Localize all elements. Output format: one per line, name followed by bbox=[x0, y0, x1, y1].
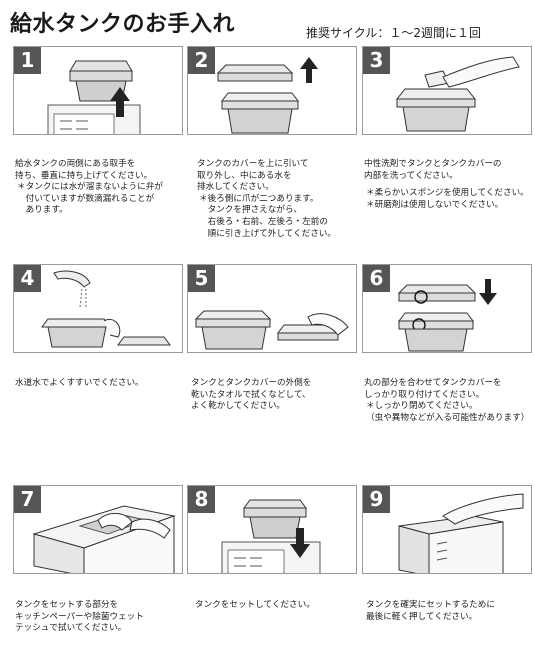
rinse-tank-illustration bbox=[41, 270, 171, 348]
step-9-illustration: 9 bbox=[362, 485, 532, 574]
instruction-line: 持ち、垂直に持ち上げてください。 bbox=[15, 170, 153, 181]
step-number: 9 bbox=[363, 486, 390, 513]
step-number: 8 bbox=[188, 486, 215, 513]
instruction-line: 丸の部分を合わせてタンクカバーを bbox=[364, 378, 502, 388]
step-number: 3 bbox=[363, 47, 390, 74]
step-2-illustration: 2 bbox=[187, 46, 357, 135]
step-6-description: 丸の部分を合わせてタンクカバーを しっかり取り付けてください。 ＊しっかり閉めて… bbox=[364, 378, 535, 424]
instruction-line: 中性洗剤でタンクとタンクカバーの bbox=[364, 159, 502, 169]
note-line: （虫や異物などが入る可能性があります） bbox=[366, 412, 530, 423]
note-line: 右後ろ・右前、左後ろ・左前の bbox=[199, 216, 328, 227]
step-7-illustration: 7 bbox=[13, 485, 183, 574]
step-8-description: タンクをセットしてください。 bbox=[195, 600, 367, 612]
instruction-line: しっかり取り付けてください。 bbox=[364, 389, 485, 400]
step-7-description: タンクをセットする部分を キッチンペーパーや除菌ウェット テッシュで拭いてくださ… bbox=[15, 600, 187, 635]
step-4-description: 水道水でよくすすいでください。 bbox=[15, 378, 187, 390]
step-8-illustration: 8 bbox=[187, 485, 357, 574]
instruction-line: 乾いたタオルで拭くなどして、 bbox=[191, 389, 311, 400]
step-1-description: 給水タンクの両側にある取手を 持ち、垂直に持ち上げてください。 ＊タンクには水が… bbox=[15, 159, 187, 217]
note-line: ＊後ろ側に爪が二つあります。 bbox=[199, 193, 319, 204]
instruction-line: タンクとタンクカバーの外側を bbox=[191, 378, 312, 388]
instruction-line: 水道水でよくすすいでください。 bbox=[15, 378, 144, 388]
lift-tank-illustration bbox=[47, 60, 141, 134]
remove-cover-illustration bbox=[216, 57, 318, 134]
attach-cover-illustration bbox=[397, 279, 497, 352]
instruction-line: 排水してください。 bbox=[197, 182, 274, 193]
step-number: 7 bbox=[14, 486, 41, 513]
dry-tank-illustration bbox=[194, 310, 349, 350]
instruction-line: よく乾かしてください。 bbox=[191, 401, 286, 412]
step-3-description: 中性洗剤でタンクとタンクカバーの 内部を洗ってください。 ＊柔らかいスポンジを使… bbox=[364, 159, 535, 211]
instruction-line: 給水タンクの両側にある取手を bbox=[15, 159, 136, 169]
step-9-description: タンクを確実にセットするために 最後に軽く押してください。 bbox=[366, 600, 535, 623]
note-line: タンクを押さえながら、 bbox=[199, 205, 303, 216]
wash-tank-illustration bbox=[395, 56, 520, 132]
recommended-cycle: 推奨サイクル：１〜2週間に１回 bbox=[306, 26, 482, 40]
note-line: 付いていますが数滴漏れることが bbox=[17, 193, 155, 204]
note-line: ＊研磨剤は使用しないでください。 bbox=[366, 199, 504, 210]
press-tank-illustration bbox=[398, 493, 524, 573]
page-title: 給水タンクのお手入れ bbox=[10, 12, 236, 37]
note-line: ＊タンクには水が溜まないように弁が bbox=[17, 182, 163, 193]
instruction-line: タンクのカバーを上に引いて bbox=[197, 159, 309, 169]
instruction-line: 内部を洗ってください。 bbox=[364, 170, 458, 181]
step-number: 2 bbox=[188, 47, 215, 74]
step-1-illustration: 1 bbox=[13, 46, 183, 135]
note-line: あります。 bbox=[17, 205, 68, 216]
instruction-line: 取り外し、中にある水を bbox=[197, 170, 292, 181]
step-number: 4 bbox=[14, 265, 41, 292]
step-5-illustration: 5 bbox=[187, 264, 357, 353]
step-5-description: タンクとタンクカバーの外側を 乾いたタオルで拭くなどして、 よく乾かしてください… bbox=[191, 378, 363, 413]
instruction-line: タンクを確実にセットするために bbox=[366, 600, 495, 610]
wipe-base-illustration bbox=[32, 505, 176, 573]
step-number: 5 bbox=[188, 265, 215, 292]
step-2-description: タンクのカバーを上に引いて 取り外し、中にある水を 排水してください。 ＊後ろ側… bbox=[197, 159, 369, 240]
instruction-line: 最後に軽く押してください。 bbox=[366, 611, 478, 622]
step-6-illustration: 6 bbox=[362, 264, 532, 353]
instruction-line: タンクをセットしてください。 bbox=[195, 600, 315, 610]
step-3-illustration: 3 bbox=[362, 46, 532, 135]
note-line: ＊柔らかいスポンジを使用してください。 bbox=[366, 188, 529, 199]
step-number: 1 bbox=[14, 47, 41, 74]
set-tank-illustration bbox=[221, 499, 321, 573]
step-number: 6 bbox=[363, 265, 390, 292]
instruction-line: キッチンペーパーや除菌ウェット bbox=[15, 611, 144, 622]
step-4-illustration: 4 bbox=[13, 264, 183, 353]
note-line: 順に引き上げて外してください。 bbox=[199, 228, 336, 239]
note-line: ＊しっかり閉めてください。 bbox=[366, 401, 478, 412]
instruction-line: テッシュで拭いてください。 bbox=[15, 623, 127, 634]
instruction-line: タンクをセットする部分を bbox=[15, 600, 119, 610]
